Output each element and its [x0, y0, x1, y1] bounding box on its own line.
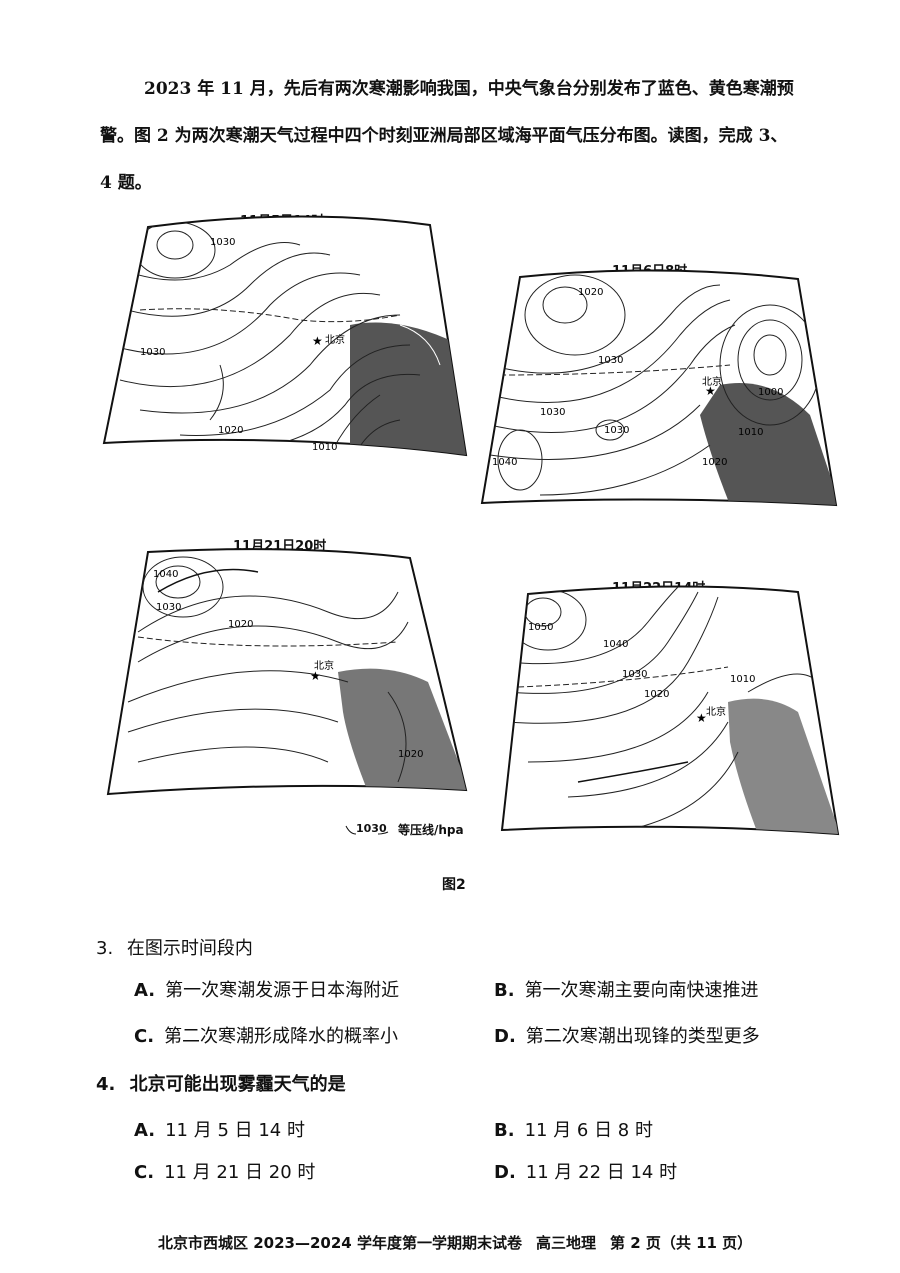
isobar-legend: 1030 等压线/hpa [344, 821, 464, 838]
question-3-option-a[interactable]: A.第一次寒潮发源于日本海附近 [134, 980, 400, 1001]
isobar-map-4: 1050 1040 1030 1020 1010 ★ 北京 [500, 585, 840, 836]
question-text: 北京可能出现雾霾天气的是 [129, 1074, 346, 1095]
question-number: 3. [96, 938, 114, 959]
beijing-star-icon: ★ [310, 669, 321, 683]
isobar-label: 1030 [140, 347, 165, 358]
city-label-beijing: 北京 [314, 659, 334, 672]
isobar-label: 1030 [540, 407, 565, 418]
isobar-map-3: 1040 1030 1020 1020 ★ 北京 [106, 548, 468, 796]
page-footer: 北京市西城区 2023—2024 学年度第一学期期末试卷高三地理第 2 页（共 … [158, 1232, 766, 1253]
footer-subject: 高三地理 [535, 1234, 596, 1252]
question-4-option-c[interactable]: C.11 月 21 日 20 时 [134, 1162, 316, 1183]
isobar-label: 1010 [738, 427, 763, 438]
city-label-beijing: 北京 [702, 375, 722, 388]
isobar-label: 1030 [604, 425, 629, 436]
isobar-label: 1020 [702, 457, 727, 468]
isobar-label: 1020 [228, 619, 253, 630]
beijing-star-icon: ★ [705, 384, 716, 398]
question-number: 4. [96, 1074, 116, 1095]
question-4-option-b[interactable]: B.11 月 6 日 8 时 [494, 1120, 653, 1141]
question-3-option-d[interactable]: D.第二次寒潮出现锋的类型更多 [494, 1026, 760, 1047]
question-3-option-c[interactable]: C.第二次寒潮形成降水的概率小 [134, 1026, 399, 1047]
question-3-option-b[interactable]: B.第一次寒潮主要向南快速推进 [494, 980, 759, 1001]
intro-line-3: 4 题。 [100, 173, 152, 193]
isobar-map-1: 1030 1030 1020 1010 ★ 北京 [102, 215, 468, 457]
isobar-label: 1030 [622, 669, 647, 680]
isobar-label: 1000 [758, 387, 783, 398]
footer-school: 北京市西城区 2023—2024 学年度第一学期期末试卷 [158, 1234, 522, 1252]
legend-label: 等压线/hpa [398, 823, 464, 837]
question-3-stem: 3. 在图示时间段内 [96, 934, 253, 960]
beijing-star-icon: ★ [696, 711, 707, 725]
intro-line-1: 2023 年 11 月，先后有两次寒潮影响我国，中央气象台分别发布了蓝色、黄色寒… [144, 79, 794, 99]
footer-page-number: 第 2 页（共 11 页） [609, 1234, 753, 1252]
city-label-beijing: 北京 [706, 705, 726, 718]
question-text: 在图示时间段内 [126, 938, 253, 959]
isobar-label: 1010 [730, 674, 755, 685]
isobar-label: 1020 [578, 287, 603, 298]
isobar-label: 1050 [528, 622, 553, 633]
city-label-beijing: 北京 [325, 333, 345, 346]
isobar-label: 1020 [644, 689, 669, 700]
intro-line-2: 警。图 2 为两次寒潮天气过程中四个时刻亚洲局部区域海平面气压分布图。读图，完成… [100, 126, 788, 146]
isobar-label: 1010 [312, 442, 337, 453]
isobar-label: 1030 [156, 602, 181, 613]
question-4-stem: 4. 北京可能出现雾霾天气的是 [96, 1070, 346, 1096]
isobar-sample-icon [345, 825, 389, 834]
isobar-label: 1030 [598, 355, 623, 366]
legend-sample-value: 1030 [356, 822, 387, 835]
isobar-label: 1040 [603, 639, 628, 650]
question-4-option-a[interactable]: A.11 月 5 日 14 时 [134, 1120, 305, 1141]
isobar-label: 1030 [210, 237, 235, 248]
question-4-option-d[interactable]: D.11 月 22 日 14 时 [494, 1162, 678, 1183]
beijing-star-icon: ★ [312, 334, 323, 348]
isobar-label: 1040 [153, 569, 178, 580]
isobar-map-2: 1020 1030 1030 1030 1040 1020 1010 1000 … [480, 269, 838, 507]
isobar-label: 1020 [398, 749, 423, 760]
figure-caption: 图2 [442, 877, 466, 893]
isobar-label: 1040 [492, 457, 517, 468]
weather-map-nov21: 11月21日20时 1040 1030 1020 1020 ★ 北京 [98, 532, 470, 800]
isobar-label: 1020 [218, 425, 243, 436]
